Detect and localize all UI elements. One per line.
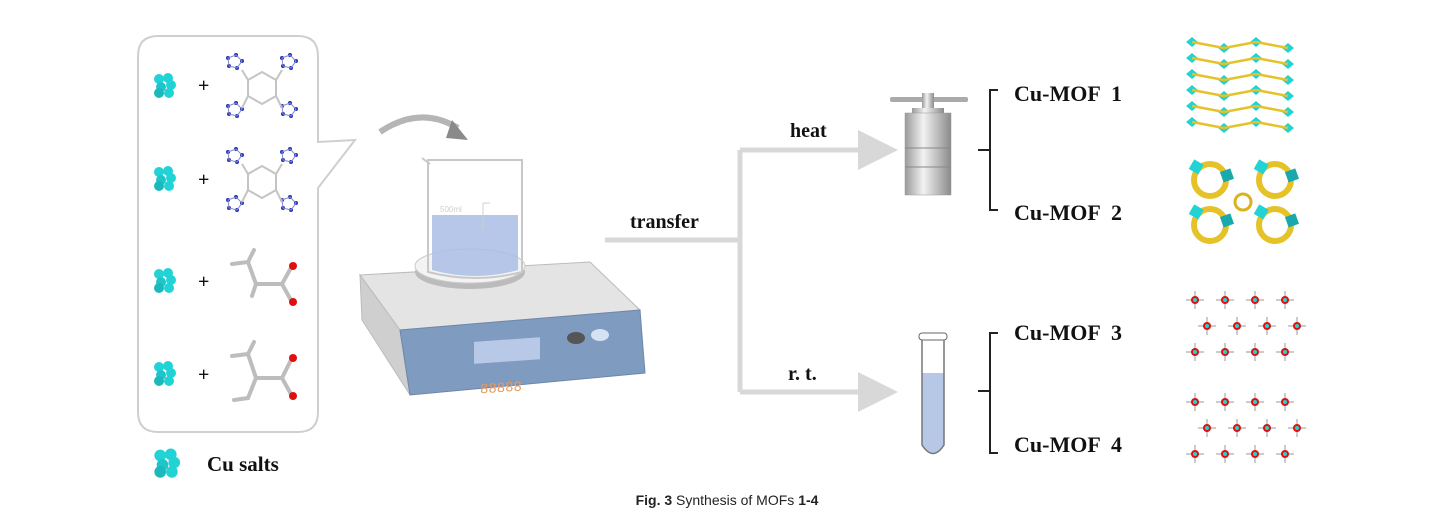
reagent-row-1: + bbox=[154, 53, 298, 118]
product-label-3: Cu-MOF 3 bbox=[1014, 320, 1122, 345]
mof-3-structure-icon bbox=[1186, 291, 1306, 361]
heat-label: heat bbox=[790, 120, 827, 142]
plus-sign: + bbox=[198, 364, 209, 386]
product-brackets bbox=[978, 89, 998, 454]
mof-4-structure-icon bbox=[1186, 393, 1306, 463]
reagent-row-4: + bbox=[154, 340, 297, 402]
cu-salt-icon bbox=[154, 448, 181, 478]
cu-salt-icon bbox=[154, 361, 176, 386]
reagent-row-3: + bbox=[154, 248, 297, 306]
transfer-label: transfer bbox=[630, 211, 699, 233]
caption-text: Synthesis of MOFs bbox=[672, 492, 799, 508]
mof-2-structure-icon bbox=[1188, 159, 1300, 244]
carboxylic-acid-ligand-icon bbox=[230, 340, 297, 402]
caption-suffix: 1-4 bbox=[798, 492, 819, 508]
plus-sign: + bbox=[198, 169, 209, 191]
autoclave-icon bbox=[890, 93, 968, 196]
stirrer-display: 88888 bbox=[480, 380, 522, 399]
beaker-icon: 500ml bbox=[421, 157, 523, 279]
figure-caption: Fig. 3 Synthesis of MOFs 1-4 bbox=[0, 492, 1454, 508]
legend-label: Cu salts bbox=[207, 452, 279, 476]
cu-salt-icon bbox=[154, 73, 176, 98]
curved-arrow-icon bbox=[378, 114, 460, 135]
product-label-1: Cu-MOF 1 bbox=[1014, 81, 1122, 106]
plus-sign: + bbox=[198, 75, 209, 97]
branch-arrows bbox=[605, 130, 898, 412]
mof-1-structure-icon bbox=[1186, 37, 1294, 133]
product-label-4: Cu-MOF 4 bbox=[1014, 432, 1122, 457]
reagent-panel: + + + + bbox=[137, 35, 358, 433]
beaker-volume: 500ml bbox=[440, 205, 462, 214]
cu-salt-icon bbox=[154, 166, 176, 191]
arrow-head-icon bbox=[446, 120, 468, 140]
test-tube-icon bbox=[918, 332, 948, 455]
caption-prefix: Fig. 3 bbox=[635, 492, 673, 508]
reagent-row-2: + bbox=[154, 147, 298, 212]
cu-salt-icon bbox=[154, 268, 176, 293]
legend: Cu salts bbox=[154, 448, 279, 478]
plus-sign: + bbox=[198, 271, 209, 293]
room-temperature-label: r. t. bbox=[788, 363, 817, 385]
product-label-2: Cu-MOF 2 bbox=[1014, 200, 1122, 225]
carboxylic-acid-ligand-icon bbox=[230, 248, 297, 306]
